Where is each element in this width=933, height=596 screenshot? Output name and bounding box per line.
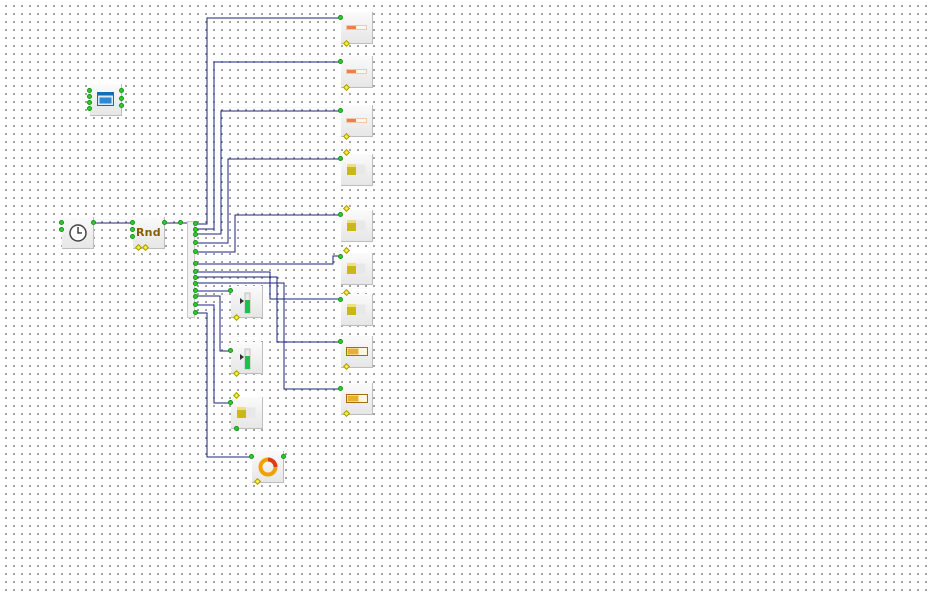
output-pin[interactable] <box>193 249 198 254</box>
input-pin[interactable] <box>87 88 92 93</box>
wire <box>195 110 340 235</box>
input-pin[interactable] <box>228 348 233 353</box>
output-pin[interactable] <box>119 88 124 93</box>
level-indicator-block[interactable] <box>341 154 373 186</box>
rnd-icon: Rnd <box>136 226 161 239</box>
vertical-slider-block[interactable] <box>231 286 263 318</box>
level-indicator-icon <box>237 407 256 418</box>
input-pin[interactable] <box>87 106 92 111</box>
input-pin[interactable] <box>338 108 343 113</box>
output-pin[interactable] <box>119 103 124 108</box>
input-pin[interactable] <box>338 254 343 259</box>
level-indicator-icon <box>347 220 366 231</box>
window-block[interactable] <box>90 84 122 116</box>
output-pin[interactable] <box>193 269 198 274</box>
input-pin[interactable] <box>338 339 343 344</box>
random-block[interactable]: Rnd <box>133 217 165 249</box>
gauge-bar-icon <box>346 394 368 403</box>
wire <box>195 255 340 265</box>
horizontal-bar-icon <box>346 118 367 123</box>
ring-gauge-icon <box>258 457 278 477</box>
wire <box>195 282 340 390</box>
horizontal-bar-icon <box>346 69 367 74</box>
wire <box>195 17 340 225</box>
level-indicator-icon <box>347 304 366 315</box>
vertical-slider-block[interactable] <box>231 342 263 374</box>
output-pin[interactable] <box>193 232 198 237</box>
horizontal-bar-block[interactable] <box>341 105 373 137</box>
input-pin[interactable] <box>338 212 343 217</box>
level-indicator-icon <box>347 164 366 175</box>
input-pin[interactable] <box>130 234 135 239</box>
output-pin[interactable] <box>193 302 198 307</box>
input-pin[interactable] <box>59 220 64 225</box>
output-pin[interactable] <box>193 261 198 266</box>
wire <box>195 295 230 352</box>
output-pin[interactable] <box>234 426 239 431</box>
vertical-slider-icon <box>240 292 251 314</box>
output-pin[interactable] <box>193 281 198 286</box>
input-pin[interactable] <box>249 454 254 459</box>
level-indicator-block[interactable] <box>231 397 263 429</box>
horizontal-bar-icon <box>346 25 367 30</box>
level-indicator-block[interactable] <box>341 210 373 242</box>
input-pin[interactable] <box>87 94 92 99</box>
wire <box>195 271 340 300</box>
wire <box>195 158 340 244</box>
output-pin[interactable] <box>193 275 198 280</box>
input-pin[interactable] <box>130 227 135 232</box>
vertical-slider-icon <box>240 348 251 370</box>
window-icon <box>97 92 114 106</box>
level-indicator-block[interactable] <box>341 294 373 326</box>
input-pin[interactable] <box>338 156 343 161</box>
wire <box>195 304 230 404</box>
level-indicator-block[interactable] <box>341 253 373 285</box>
output-pin[interactable] <box>193 240 198 245</box>
input-pin[interactable] <box>338 297 343 302</box>
output-pin[interactable] <box>193 221 198 226</box>
input-pin[interactable] <box>178 220 183 225</box>
output-pin[interactable] <box>193 294 198 299</box>
wire <box>195 276 340 343</box>
wire <box>195 61 340 230</box>
output-pin[interactable] <box>193 310 198 315</box>
output-pin[interactable] <box>193 227 198 232</box>
gauge-block[interactable] <box>341 383 373 415</box>
output-pin[interactable] <box>193 288 198 293</box>
ring-gauge-block[interactable] <box>252 451 284 483</box>
input-pin[interactable] <box>87 100 92 105</box>
gauge-block[interactable] <box>341 336 373 368</box>
output-pin[interactable] <box>162 220 167 225</box>
input-pin[interactable] <box>338 59 343 64</box>
timer-block[interactable] <box>62 217 94 249</box>
gauge-bar-icon <box>346 347 368 356</box>
level-indicator-icon <box>347 263 366 274</box>
clock-icon <box>69 224 87 242</box>
input-pin[interactable] <box>228 288 233 293</box>
wire <box>195 312 252 458</box>
horizontal-bar-block[interactable] <box>341 12 373 44</box>
horizontal-bar-block[interactable] <box>341 56 373 88</box>
input-pin[interactable] <box>228 400 233 405</box>
output-pin[interactable] <box>119 96 124 101</box>
output-pin[interactable] <box>91 220 96 225</box>
input-pin[interactable] <box>338 15 343 20</box>
output-pin[interactable] <box>281 454 286 459</box>
input-pin[interactable] <box>59 227 64 232</box>
input-pin[interactable] <box>130 220 135 225</box>
input-pin[interactable] <box>338 386 343 391</box>
wire <box>195 214 340 253</box>
